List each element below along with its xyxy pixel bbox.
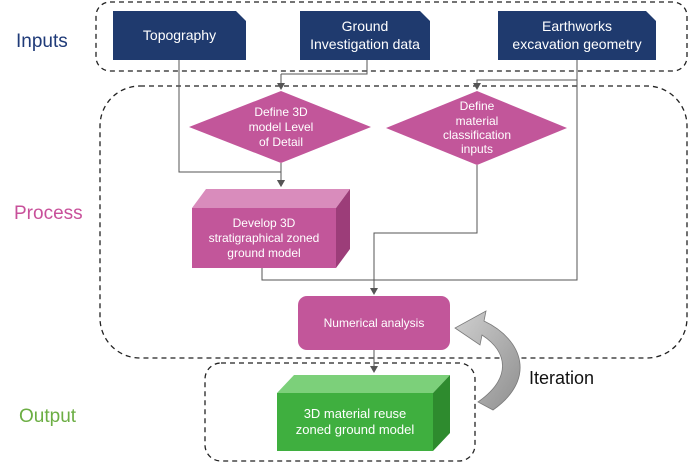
iteration-label: Iteration [529,368,595,388]
develop-model-label: Develop 3D stratigraphical zoned ground … [208,215,320,260]
connector-earthworks-to-material [473,60,578,90]
iteration-curved-arrow [454,310,521,411]
define-lod-label: Define 3D model Level of Detail [248,104,314,149]
inputs-group-border [95,1,688,72]
numerical-analysis-label: Numerical analysis [323,315,425,330]
define-material-label: Define material classification inputs [442,99,512,157]
output-group-border [204,362,476,462]
ground-investigation-label: Ground Investigation data [310,18,420,52]
develop-model-box-side [336,189,350,268]
ground-investigation-box [300,11,430,60]
output-box-front [277,393,433,451]
output-box-side [433,375,450,451]
topography-box [113,11,246,60]
process-group-border [99,85,688,359]
numerical-analysis-box [298,296,450,350]
inputs-section-label: Inputs [16,31,68,52]
define-material-diamond [386,91,567,165]
output-model-label: 3D material reuse zoned ground model [295,405,415,437]
earthworks-label: Earthworks excavation geometry [512,18,642,52]
process-section-label: Process [14,203,83,224]
connector-develop-to-analysis [261,268,374,281]
earthworks-box [498,11,656,60]
topography-label: Topography [142,26,217,43]
develop-model-box-front [192,208,336,268]
develop-model-box-top [192,189,350,208]
define-lod-diamond [189,91,371,163]
connector-earthworks-to-analysis [374,60,578,281]
connector-material-to-analysis [370,165,478,295]
output-section-label: Output [19,406,77,427]
output-box-top [277,375,450,393]
connector-ground-to-decisions [281,60,368,75]
